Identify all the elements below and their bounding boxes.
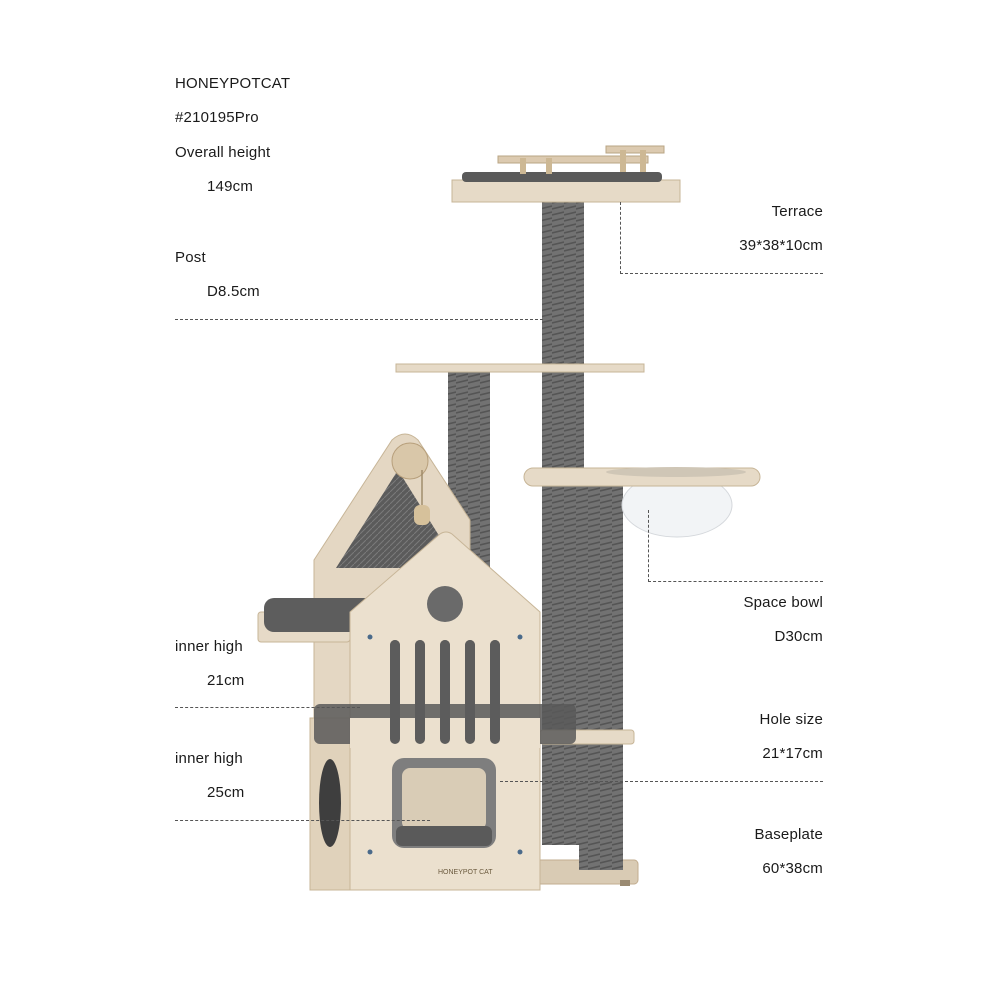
bowl-leader-vertical xyxy=(648,510,649,582)
inner2-leader xyxy=(175,820,430,821)
hole-leader xyxy=(500,781,823,782)
post-value: D8.5cm xyxy=(207,283,260,300)
space-bowl xyxy=(523,467,761,538)
side-platform xyxy=(257,598,374,643)
middle-shelf xyxy=(395,363,645,373)
inner-high-value-2: 25cm xyxy=(207,784,245,801)
house-logo-text: HONEYPOT CAT xyxy=(438,869,493,876)
terrace-leader xyxy=(620,273,823,274)
overall-height-value: 149cm xyxy=(207,178,254,195)
terrace-label: Terrace xyxy=(771,203,823,220)
terrace-leader-vertical xyxy=(620,202,621,274)
inner-high-label-1: inner high xyxy=(175,638,243,655)
post-label: Post xyxy=(175,249,206,266)
brand-name: HONEYPOTCAT xyxy=(175,75,291,92)
post-leader xyxy=(175,319,543,320)
inner-high-label-2: inner high xyxy=(175,750,243,767)
inner1-leader xyxy=(175,707,360,708)
model-number: #210195Pro xyxy=(175,109,259,126)
terrace xyxy=(451,145,681,203)
terrace-value: 39*38*10cm xyxy=(739,237,823,254)
space-bowl-label: Space bowl xyxy=(743,594,823,611)
baseplate-value: 60*38cm xyxy=(762,860,823,877)
hole-size-label: Hole size xyxy=(759,711,823,728)
inner-high-value-1: 21cm xyxy=(207,672,245,689)
overall-height-label: Overall height xyxy=(175,144,271,161)
space-bowl-value: D30cm xyxy=(774,628,823,645)
hole-size-value: 21*17cm xyxy=(762,745,823,762)
bowl-leader xyxy=(648,581,823,582)
front-house: HONEYPOT CAT xyxy=(309,531,576,891)
baseplate-label: Baseplate xyxy=(754,826,823,843)
